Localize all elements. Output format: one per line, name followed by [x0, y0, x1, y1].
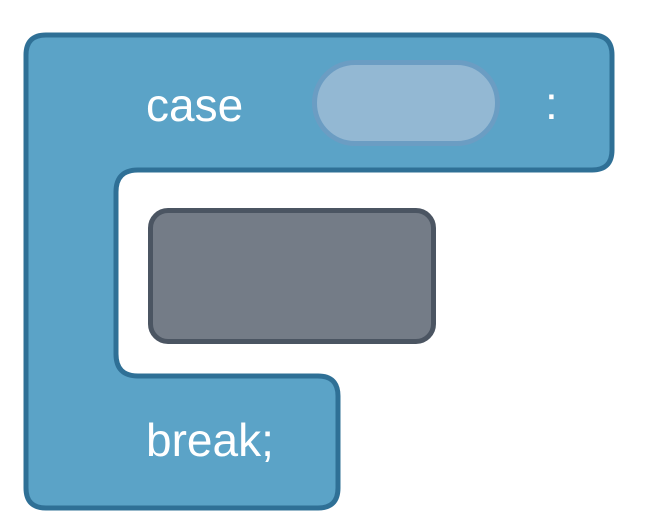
- case-colon: :: [545, 77, 558, 129]
- break-keyword: break;: [146, 414, 274, 466]
- case-block-body[interactable]: [23, 32, 615, 511]
- case-statement-slot[interactable]: [148, 208, 436, 344]
- case-keyword: case: [146, 79, 244, 131]
- case-value-input[interactable]: [312, 60, 500, 146]
